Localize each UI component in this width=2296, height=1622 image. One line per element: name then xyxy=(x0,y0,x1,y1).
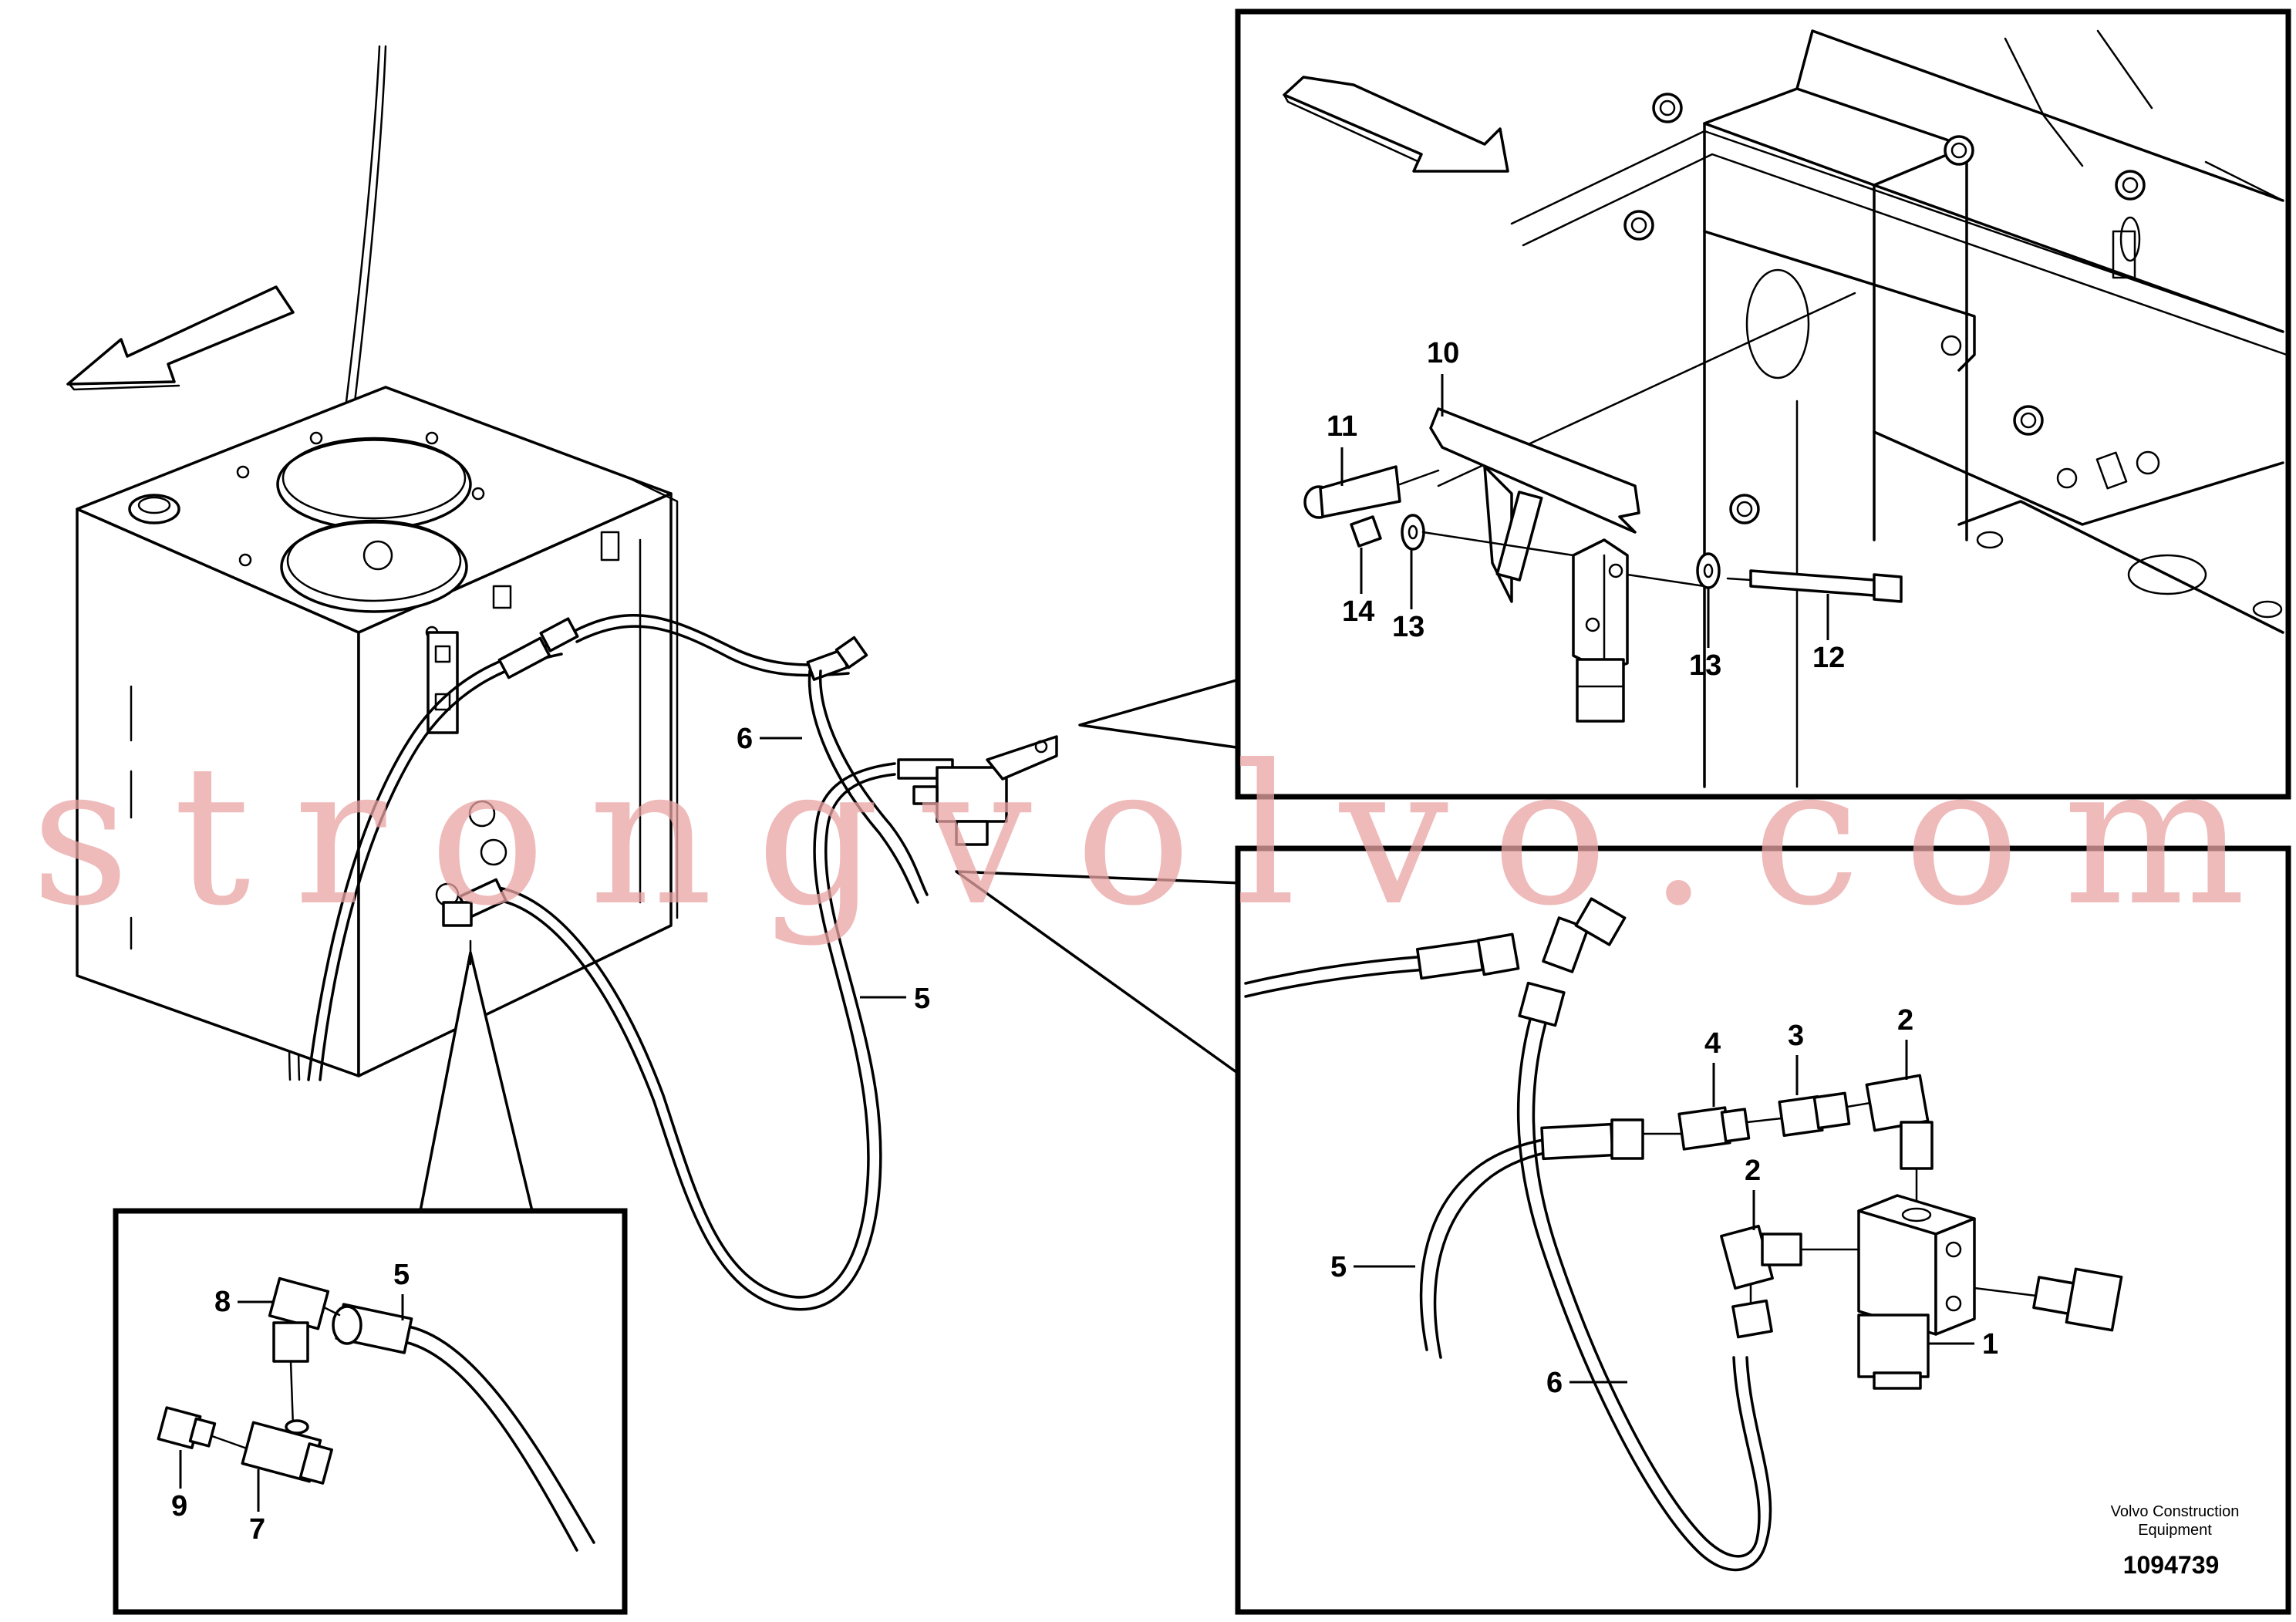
svg-text:9: 9 xyxy=(171,1490,187,1523)
callout-3: 3 xyxy=(1788,1020,1804,1095)
callout-10: 10 xyxy=(1427,337,1459,416)
svg-text:Equipment: Equipment xyxy=(2138,1522,2212,1539)
bolt-12 xyxy=(1726,569,1903,603)
callout-2-left: 2 xyxy=(1745,1155,1761,1230)
svg-text:6: 6 xyxy=(737,723,753,755)
fitting-9 xyxy=(157,1406,248,1450)
valve-assembly xyxy=(897,735,1058,846)
callout-6-valve: 6 xyxy=(1546,1367,1627,1399)
svg-text:8: 8 xyxy=(214,1286,231,1318)
svg-text:13: 13 xyxy=(1392,611,1424,643)
callout-1: 1 xyxy=(1928,1328,1998,1361)
tee-detail-panel: 8 5 9 7 xyxy=(113,939,628,1615)
callout-5-main: 5 xyxy=(860,983,930,1015)
svg-text:1: 1 xyxy=(1982,1328,1998,1361)
bracket-detail-panel: 10 11 14 13 13 12 xyxy=(1078,8,2291,800)
callout-9: 9 xyxy=(171,1450,187,1523)
valve-block-1 xyxy=(1857,1194,2038,1390)
svg-text:11: 11 xyxy=(1327,410,1357,443)
fitting-4 xyxy=(1641,1106,1751,1151)
valve-detail-panel: 4 3 2 2 1 5 6 Volvo Construction xyxy=(955,845,2291,1615)
elbow-fitting-top xyxy=(1542,897,1627,973)
callout-14: 14 xyxy=(1342,548,1374,628)
elbow-8 xyxy=(268,1276,341,1428)
tee-detail-frame xyxy=(113,1208,628,1615)
svg-text:6: 6 xyxy=(1546,1367,1563,1399)
direction-arrow-icon xyxy=(1283,76,1509,173)
callout-12: 12 xyxy=(1812,594,1845,674)
callout-5-valve: 5 xyxy=(1330,1251,1415,1283)
svg-text:2: 2 xyxy=(1897,1004,1913,1037)
callout-4: 4 xyxy=(1704,1027,1721,1107)
watermark-text: strongvolvo.com xyxy=(31,723,2260,948)
svg-text:12: 12 xyxy=(1812,642,1845,674)
svg-text:5: 5 xyxy=(393,1259,410,1291)
callout-7: 7 xyxy=(249,1469,265,1546)
svg-text:4: 4 xyxy=(1704,1027,1721,1060)
svg-text:13: 13 xyxy=(1689,649,1721,682)
callout-11: 11 xyxy=(1327,410,1357,486)
svg-text:5: 5 xyxy=(1330,1251,1347,1283)
svg-text:7: 7 xyxy=(249,1513,265,1546)
bolt-11 xyxy=(1303,465,1440,519)
footer-credit: Volvo Construction Equipment 1094739 xyxy=(2111,1503,2240,1579)
direction-arrow-icon xyxy=(66,285,295,391)
main-view: 6 5 xyxy=(66,45,1058,1311)
elbow-2-top xyxy=(1846,1074,1934,1220)
callout-8: 8 xyxy=(214,1286,274,1318)
tee-7 xyxy=(241,1419,333,1485)
svg-text:3: 3 xyxy=(1788,1020,1804,1052)
callout-6-main: 6 xyxy=(737,723,802,755)
callout-2-top: 2 xyxy=(1897,1004,1913,1080)
callout-13-left: 13 xyxy=(1392,549,1424,643)
fitting-3 xyxy=(1745,1091,1851,1138)
svg-text:2: 2 xyxy=(1745,1155,1761,1187)
hydraulic-tank xyxy=(76,386,679,1077)
svg-text:10: 10 xyxy=(1427,337,1459,369)
elbow-2-right xyxy=(2032,1267,2123,1332)
svg-text:1094739: 1094739 xyxy=(2123,1551,2220,1579)
valve-block-detail xyxy=(1572,538,1629,723)
valve-detail-frame xyxy=(1235,845,2291,1615)
elbow-2-left xyxy=(1720,1224,1860,1339)
svg-text:5: 5 xyxy=(914,983,930,1015)
callout-13-right: 13 xyxy=(1689,588,1721,682)
svg-text:14: 14 xyxy=(1342,595,1374,628)
callout-5-tee: 5 xyxy=(393,1259,410,1320)
svg-text:Volvo Construction: Volvo Construction xyxy=(2111,1503,2240,1520)
